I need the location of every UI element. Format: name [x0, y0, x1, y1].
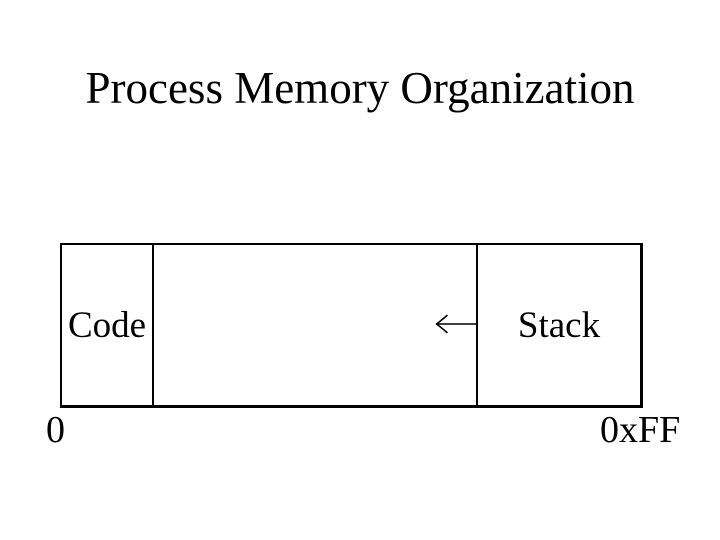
stack-segment: Stack — [478, 245, 640, 405]
segment-divider-right — [476, 245, 478, 405]
code-segment-label: Code — [67, 304, 147, 346]
end-address-label: 0xFF — [600, 409, 681, 451]
start-address-label: 0 — [46, 409, 65, 451]
stack-segment-label: Stack — [517, 304, 601, 346]
free-segment — [154, 245, 476, 405]
memory-diagram: Code Stack — [60, 243, 643, 408]
left-arrow-icon — [435, 314, 476, 334]
code-segment: Code — [62, 245, 152, 405]
segment-divider-left — [152, 245, 154, 405]
slide-title: Process Memory Organization — [85, 63, 635, 113]
